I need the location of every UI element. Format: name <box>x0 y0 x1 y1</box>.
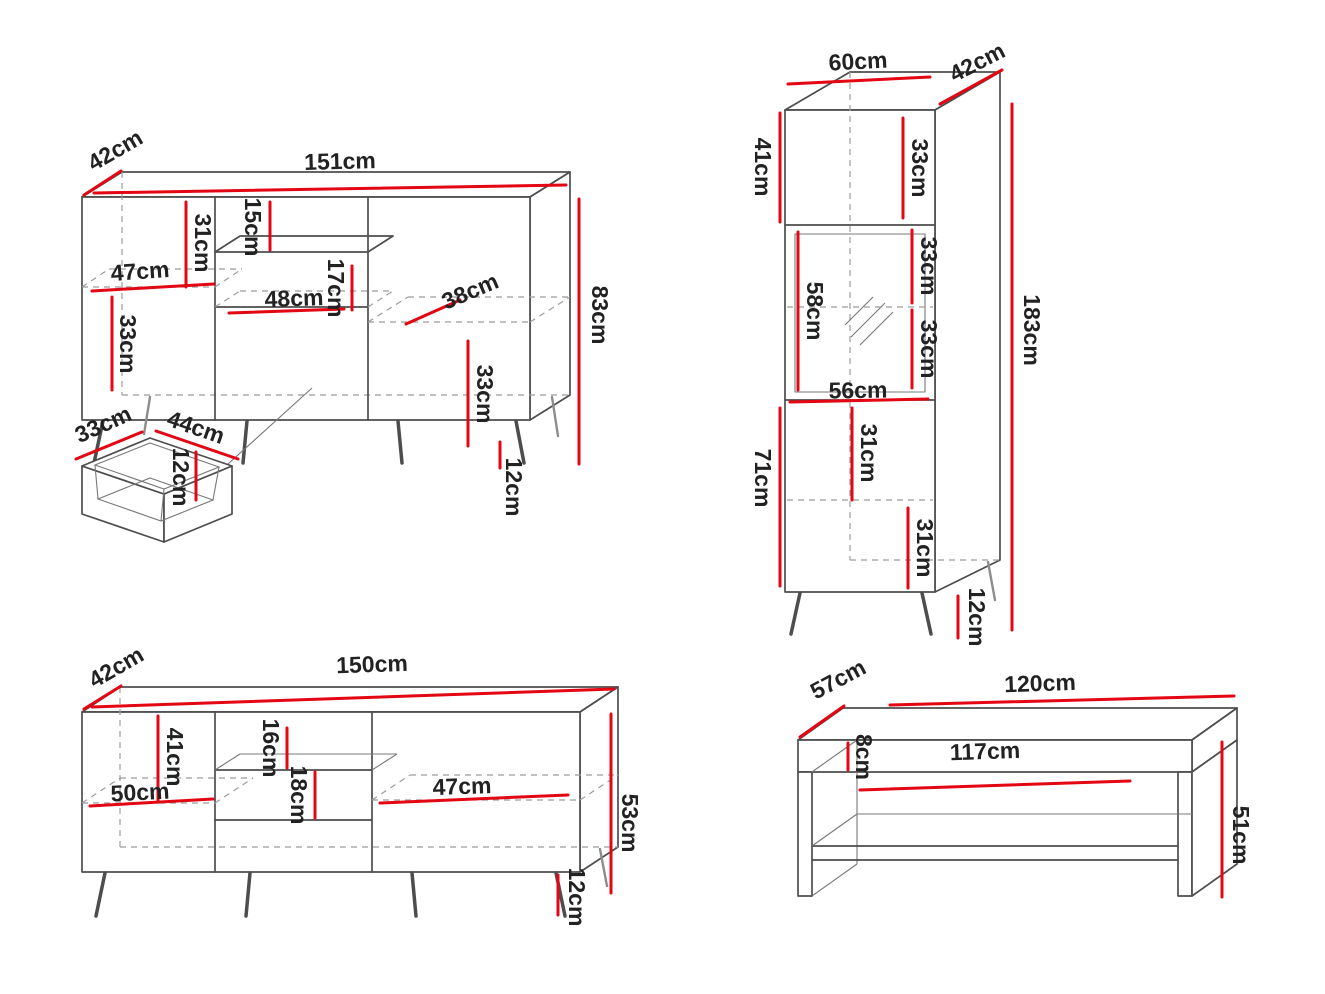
sideboard-middle-shelf-bottom-hidden <box>214 290 394 308</box>
tall-cabinet-front-face <box>784 109 936 593</box>
tall-cabinet-hidden-back-edges <box>849 72 1000 561</box>
tv-stand-left-inner-width-label: 50cm <box>110 778 170 807</box>
coffee-table-left-panel-front <box>797 771 813 897</box>
tv-stand-back-leg <box>598 847 609 888</box>
tv-stand-figure: 42cm 150cm 41cm 16cm 50cm 18cm 47cm 53cm… <box>81 641 643 927</box>
sideboard-middle-shelf-gap-label: 17cm <box>323 259 349 318</box>
sideboard-upper-left-inner-height-label: 31cm <box>190 214 216 273</box>
tall-cabinet-right-face <box>934 71 1001 593</box>
sideboard-top-shelf-gap-label: 15cm <box>240 198 266 257</box>
tall-cabinet-inner-width-dim-line <box>788 397 930 404</box>
tall-cabinet-glass-door-frame <box>794 233 926 393</box>
drawer-inner-vertical-edges <box>94 464 220 522</box>
tall-cabinet-inner-width-label: 56cm <box>828 377 887 404</box>
tv-stand-left-inner-height-label: 41cm <box>162 728 188 787</box>
tv-stand-depth-label: 42cm <box>84 641 148 693</box>
tv-stand-dividers <box>214 711 373 873</box>
tall-cabinet-glass-reflection-hatch <box>844 296 894 346</box>
tv-stand-front-face <box>81 711 581 873</box>
tv-stand-right-inner-width-label: 47cm <box>432 772 492 800</box>
sideboard-hidden-back-edges <box>121 172 570 396</box>
tall-cabinet-width-dim-line <box>786 75 932 86</box>
coffee-table-depth-dim-line <box>798 704 846 739</box>
sideboard-figure: 42cm 151cm 31cm 15cm 47cm 17cm 48cm 38cm… <box>81 124 613 517</box>
drawer-pointer-line <box>227 387 313 465</box>
sideboard-right-inner-depth-dim-line <box>404 298 462 326</box>
coffee-table-width-dim-line <box>888 694 1236 707</box>
tall-cabinet-upper-glass-shelf-label: 33cm <box>916 237 942 296</box>
sideboard-depth-dim-line <box>82 169 123 197</box>
tv-stand-right-inner-width-dim-line <box>378 793 570 805</box>
tv-stand-depth-dim-line <box>82 684 123 711</box>
sideboard-lower-left-inner-height-label: 33cm <box>115 315 141 374</box>
drawer-depth-dim-line <box>74 430 144 461</box>
sideboard-left-inner-width-dim-line <box>90 282 216 293</box>
sideboard-right-face <box>529 171 571 421</box>
sideboard-leg-height-label: 12cm <box>501 458 527 517</box>
tv-stand-width-label: 150cm <box>336 650 408 678</box>
coffee-table-width-label: 120cm <box>1004 669 1076 697</box>
tall-cabinet-front-legs <box>789 591 933 636</box>
sideboard-width-dim-line <box>92 183 568 195</box>
tall-cabinet-bottom-section-height-label: 71cm <box>750 449 776 508</box>
tall-cabinet-back-leg <box>986 560 997 602</box>
tall-cabinet-height-label: 183cm <box>1019 294 1045 366</box>
sideboard-right-shelf-hidden <box>367 296 571 323</box>
tall-cabinet-bottom-inner-upper-label: 31cm <box>856 424 882 483</box>
sideboard-back-legs <box>142 395 560 438</box>
tall-cabinet-hidden-shelves <box>787 306 933 501</box>
sideboard-front-legs <box>92 419 526 465</box>
coffee-table-inner-width-dim-line <box>858 779 1132 792</box>
coffee-table-top-thickness-label: 8cm <box>851 734 877 780</box>
tv-stand-middle-shelves <box>214 769 373 821</box>
coffee-table-shelf-back-edge <box>811 813 1192 847</box>
tv-stand-width-dim-line <box>90 687 616 709</box>
tall-cabinet-width-label: 60cm <box>828 47 888 76</box>
sideboard-front-face <box>81 196 531 421</box>
coffee-table-height-label: 51cm <box>1228 806 1254 865</box>
tall-cabinet-top-section-height-label: 41cm <box>750 138 776 197</box>
tv-stand-upper-shelf-gap-label: 16cm <box>258 719 284 778</box>
coffee-table-depth-label: 57cm <box>806 654 870 705</box>
tall-cabinet-figure: 60cm 42cm 41cm 33cm 33cm 58cm 33cm 56cm … <box>750 37 1045 646</box>
sideboard-middle-inner-width-label: 48cm <box>264 284 324 312</box>
tv-stand-height-label: 53cm <box>617 794 643 853</box>
tv-stand-shelf-depth-edges <box>214 753 398 771</box>
sideboard-depth-label: 42cm <box>83 124 147 176</box>
coffee-table-figure: 57cm 120cm 8cm 117cm 51cm <box>797 654 1254 899</box>
sideboard-left-inner-width-label: 47cm <box>110 256 170 286</box>
tv-stand-front-legs <box>94 871 567 918</box>
coffee-table-inner-width-label: 117cm <box>949 737 1020 765</box>
tall-cabinet-lower-glass-shelf-label: 33cm <box>916 320 942 379</box>
coffee-table-right-panel-front <box>1177 771 1193 897</box>
tv-stand-lower-shelf-gap-label: 18cm <box>286 766 312 825</box>
tall-cabinet-depth-dim-line <box>938 68 1004 106</box>
coffee-table-shelf-front-edges <box>811 845 1179 861</box>
drawer-height-label: 12cm <box>168 448 194 507</box>
tall-cabinet-leg-height-label: 12cm <box>964 588 990 647</box>
tv-stand-left-inner-width-dim-line <box>88 797 215 808</box>
sideboard-middle-shelf-top <box>214 235 394 253</box>
sideboard-middle-inner-width-dim-line <box>227 307 346 315</box>
sideboard-height-label: 83cm <box>587 286 613 345</box>
tall-cabinet-top-inner-height-label: 33cm <box>907 139 933 198</box>
tv-stand-hidden-back-edges <box>119 687 618 848</box>
tall-cabinet-glass-section-height-label: 58cm <box>802 282 828 341</box>
sideboard-width-label: 151cm <box>304 147 376 175</box>
sideboard-dividers <box>214 196 369 421</box>
drawer-width-dim-line <box>154 429 240 461</box>
sideboard-right-inner-height-label: 33cm <box>472 365 498 424</box>
drawer-detail-figure: 33cm 44cm 12cm <box>71 387 313 543</box>
tv-stand-leg-height-label: 12cm <box>564 868 590 927</box>
tall-cabinet-bottom-inner-lower-label: 31cm <box>912 519 938 578</box>
